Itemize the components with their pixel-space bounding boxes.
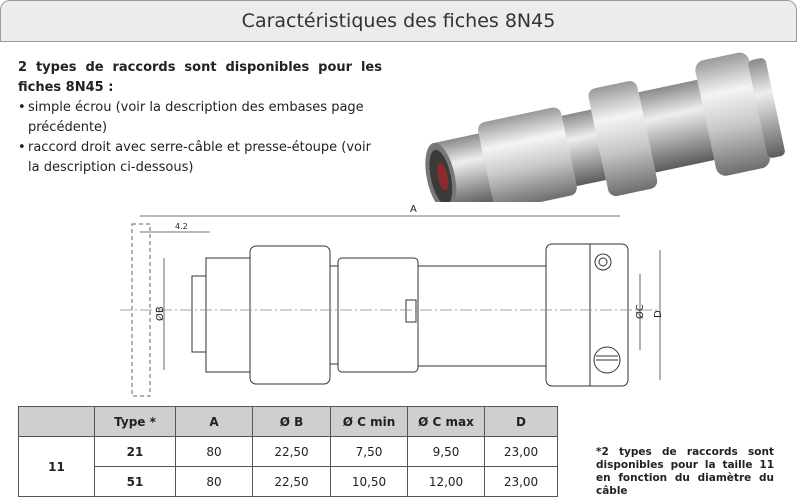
intro-text: 2 types de raccords sont disponibles pou… bbox=[18, 58, 382, 178]
table-header: Ø C min bbox=[330, 406, 408, 437]
dimension-b-label: ØB bbox=[154, 306, 166, 321]
table-header: Ø C max bbox=[407, 406, 485, 437]
table-cell: 23,00 bbox=[484, 436, 558, 467]
table-cell: 9,50 bbox=[407, 436, 485, 467]
table-cell: 10,50 bbox=[330, 466, 408, 497]
dimension-a-label: A bbox=[410, 204, 417, 215]
spec-table: Type * A Ø B Ø C min Ø C max D 11 21 80 … bbox=[18, 406, 558, 497]
table-header-row: Type * A Ø B Ø C min Ø C max D bbox=[18, 406, 558, 437]
table-cell: 80 bbox=[175, 466, 253, 497]
intro-bullet: simple écrou (voir la description des em… bbox=[18, 98, 382, 138]
intro-heading: 2 types de raccords sont disponibles pou… bbox=[18, 60, 382, 95]
technical-drawing: A 4.2 ØB ØC D bbox=[120, 204, 664, 397]
table-cell: 51 bbox=[94, 466, 176, 497]
table-cell: 21 bbox=[94, 436, 176, 467]
page-title: Caractéristiques des fiches 8N45 bbox=[241, 10, 556, 32]
table-cell: 22,50 bbox=[252, 436, 331, 467]
table-cell: 23,00 bbox=[484, 466, 558, 497]
table-cell: 7,50 bbox=[330, 436, 408, 467]
title-bar: Caractéristiques des fiches 8N45 bbox=[0, 0, 797, 42]
dimension-offset-label: 4.2 bbox=[175, 222, 188, 231]
table-header: Type * bbox=[94, 406, 176, 437]
footnote: *2 types de raccords sont disponibles po… bbox=[596, 446, 774, 497]
connector-photo bbox=[425, 52, 785, 202]
table-row: 51 80 22,50 10,50 12,00 23,00 bbox=[19, 466, 558, 497]
intro-bullet: raccord droit avec serre-câble et presse… bbox=[18, 138, 382, 178]
table-cell: 12,00 bbox=[407, 466, 485, 497]
dimension-d-label: D bbox=[653, 310, 664, 318]
table-cell: 22,50 bbox=[252, 466, 331, 497]
table-header: Ø B bbox=[252, 406, 331, 437]
dimension-c-label: ØC bbox=[634, 304, 646, 319]
table-header: A bbox=[175, 406, 253, 437]
table-cell: 80 bbox=[175, 436, 253, 467]
table-row: 11 21 80 22,50 7,50 9,50 23,00 bbox=[18, 436, 558, 497]
intro-list: simple écrou (voir la description des em… bbox=[18, 98, 382, 178]
table-header: D bbox=[484, 406, 558, 437]
table-size-cell: 11 bbox=[18, 436, 95, 497]
table-header-size bbox=[18, 406, 95, 437]
